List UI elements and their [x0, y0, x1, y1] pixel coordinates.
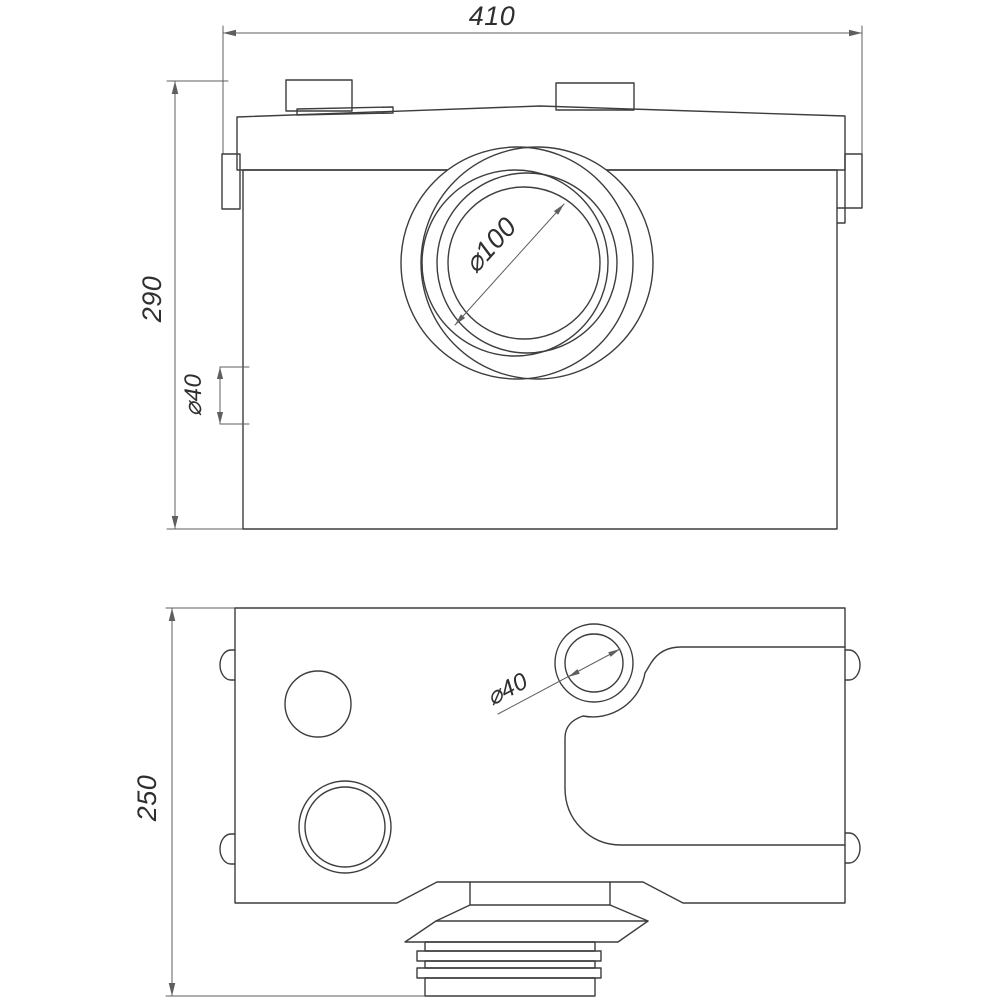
arrowhead-lower: [568, 669, 580, 677]
side-tab-left: [221, 153, 241, 210]
mount-tab-right-top: [844, 649, 861, 681]
arrowhead-bottom: [171, 516, 179, 529]
motor-cover-outline: [564, 646, 846, 846]
arrowhead-left: [223, 29, 236, 37]
dim-width-label: 410: [469, 1, 516, 31]
dim-line: [454, 203, 565, 326]
arrowhead-upper: [608, 649, 620, 657]
dim-side-port: ⌀40: [180, 366, 250, 425]
outlet-connector: [404, 881, 649, 997]
dim-height: 290: [137, 80, 244, 530]
dim-depth-label: 250: [132, 775, 162, 823]
lid-bump-right: [555, 82, 635, 111]
side-step-right: [836, 207, 846, 224]
mount-tab-right-bottom: [844, 832, 861, 864]
outlet-end-block: [424, 977, 596, 997]
outlet-taper-left: [435, 904, 471, 922]
outlet-ring: [416, 967, 602, 979]
side-tab-right: [844, 153, 863, 209]
inlet-coupling: [400, 146, 654, 380]
flange-circle-outer-offset: [420, 146, 654, 380]
deck-opening-small: [284, 670, 352, 738]
dim-depth: 250: [132, 607, 426, 997]
deck-opening-large-inner: [304, 786, 386, 868]
arrowhead-top: [171, 81, 179, 94]
plan-body-outline: [234, 607, 846, 904]
lid-strip: [296, 106, 394, 116]
arrowhead-lower: [455, 314, 466, 325]
dim-width: 410: [222, 1, 863, 155]
outlet-taper-right: [609, 904, 649, 922]
outlet-neck: [424, 960, 596, 969]
ring-circle-offset: [436, 172, 618, 354]
dim-vent-port-label: ⌀40: [482, 667, 532, 711]
mount-tab-left-bottom: [219, 833, 236, 865]
inlet-bore-circle: [447, 186, 601, 340]
arrowhead-upper: [553, 204, 564, 215]
dim-side-port-label: ⌀40: [180, 374, 207, 417]
outlet-flange: [404, 920, 649, 943]
arrowhead-top: [216, 367, 224, 379]
arrowhead-bottom: [168, 983, 176, 996]
arrowhead-top: [168, 608, 176, 621]
dim-leader-line: [497, 648, 621, 715]
arrowhead-right: [849, 29, 862, 37]
lid-bump-left: [285, 79, 353, 112]
ring-circle: [421, 169, 609, 357]
mount-tab-left-top: [219, 649, 236, 681]
deck-opening-large-outer: [298, 780, 392, 874]
vent-port-inner: [564, 633, 624, 693]
top-view: 250: [132, 607, 861, 997]
outlet-neck: [424, 941, 596, 952]
flange-circle-outer: [400, 146, 634, 380]
lid-outline: [236, 105, 846, 171]
dim-height-label: 290: [137, 276, 167, 324]
arrowhead-bottom: [216, 412, 224, 424]
front-view: 410 290: [137, 1, 863, 530]
outlet-ring: [416, 950, 602, 962]
